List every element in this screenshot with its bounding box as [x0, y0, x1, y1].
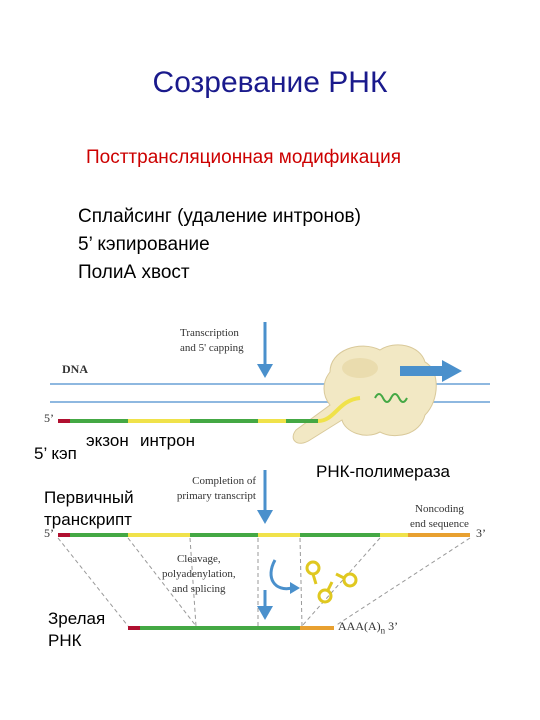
- processing-guides: [57, 537, 471, 627]
- excision-arrow: [269, 559, 293, 591]
- dna-label: DNA: [62, 362, 88, 376]
- polymerase-direction-arrow: [400, 360, 462, 382]
- step-processing-label: Cleavage,polyadenylation,and splicing: [162, 553, 236, 595]
- bullet-polya: ПолиА хвост: [78, 262, 190, 283]
- bullet-capping: 5’ кэпирование: [78, 234, 210, 255]
- rna-polymerase-shape: [292, 344, 437, 444]
- transcript-row-1: [58, 396, 361, 423]
- down-arrow-completion: [257, 470, 273, 524]
- slide-title: Созревание РНК: [152, 66, 388, 99]
- polya-tail-label: AAA(A)n 3’: [338, 619, 399, 636]
- intron-lariats: [305, 560, 358, 604]
- down-arrow-processing: [257, 590, 273, 620]
- intron-label: интрон: [140, 431, 195, 450]
- excision-arrowhead: [290, 582, 300, 594]
- exon-label: экзон: [86, 431, 129, 450]
- five-prime-label-row2: 5’: [44, 526, 54, 540]
- five-prime-label-row1: 5’: [44, 411, 54, 425]
- bullet-splicing: Сплайсинг (удаление интронов): [78, 206, 361, 227]
- cap-label: 5’ кэп: [34, 444, 77, 463]
- three-prime-label-row2: 3’: [476, 526, 486, 540]
- slide-subtitle: Посттрансляционная модификация: [86, 147, 402, 168]
- down-arrow-transcription: [257, 322, 273, 378]
- nascent-rna: [374, 393, 408, 403]
- rna-polymerase-label: РНК-полимераза: [316, 462, 450, 481]
